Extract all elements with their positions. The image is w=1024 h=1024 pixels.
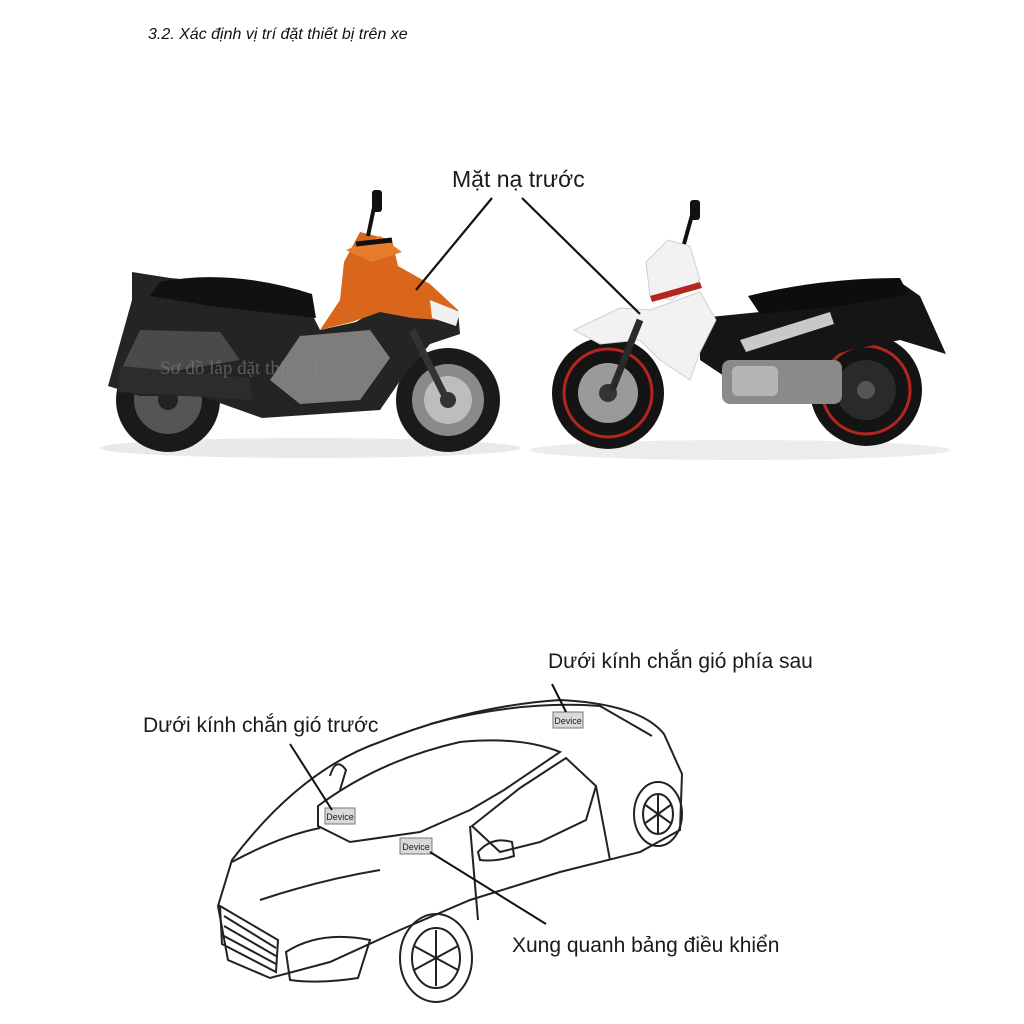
- scooter-illustration: [100, 190, 520, 458]
- dashboard-pointer: [429, 851, 547, 925]
- front-windshield-pointer: [289, 743, 333, 811]
- front-mask-pointer-left: [415, 197, 493, 291]
- front-windshield-label: Dưới kính chắn gió trước: [143, 714, 379, 737]
- device-tag-rear-windshield: Device: [552, 711, 584, 729]
- ghost-caption: Sơ đồ lắp đặt thiết bị: [160, 358, 319, 379]
- front-mask-pointer-right: [521, 197, 641, 315]
- sport-bike-illustration: [530, 200, 950, 460]
- device-tag-text: Device: [326, 812, 354, 822]
- device-tag-front-windshield: Device: [324, 807, 356, 825]
- rear-windshield-pointer: [551, 683, 567, 713]
- device-tag-text: Device: [402, 842, 430, 852]
- section-heading: 3.2. Xác định vị trí đặt thiết bị trên x…: [148, 26, 408, 43]
- car-outline-illustration: [216, 698, 684, 1003]
- sport-bike-front-wheel: [552, 337, 664, 449]
- front-mask-label: Mặt nạ trước: [452, 166, 585, 192]
- dashboard-label: Xung quanh bảng điều khiển: [512, 934, 780, 957]
- device-tag-text: Device: [554, 716, 582, 726]
- rear-windshield-label: Dưới kính chắn gió phía sau: [548, 650, 813, 673]
- device-tag-dashboard: Device: [399, 837, 433, 855]
